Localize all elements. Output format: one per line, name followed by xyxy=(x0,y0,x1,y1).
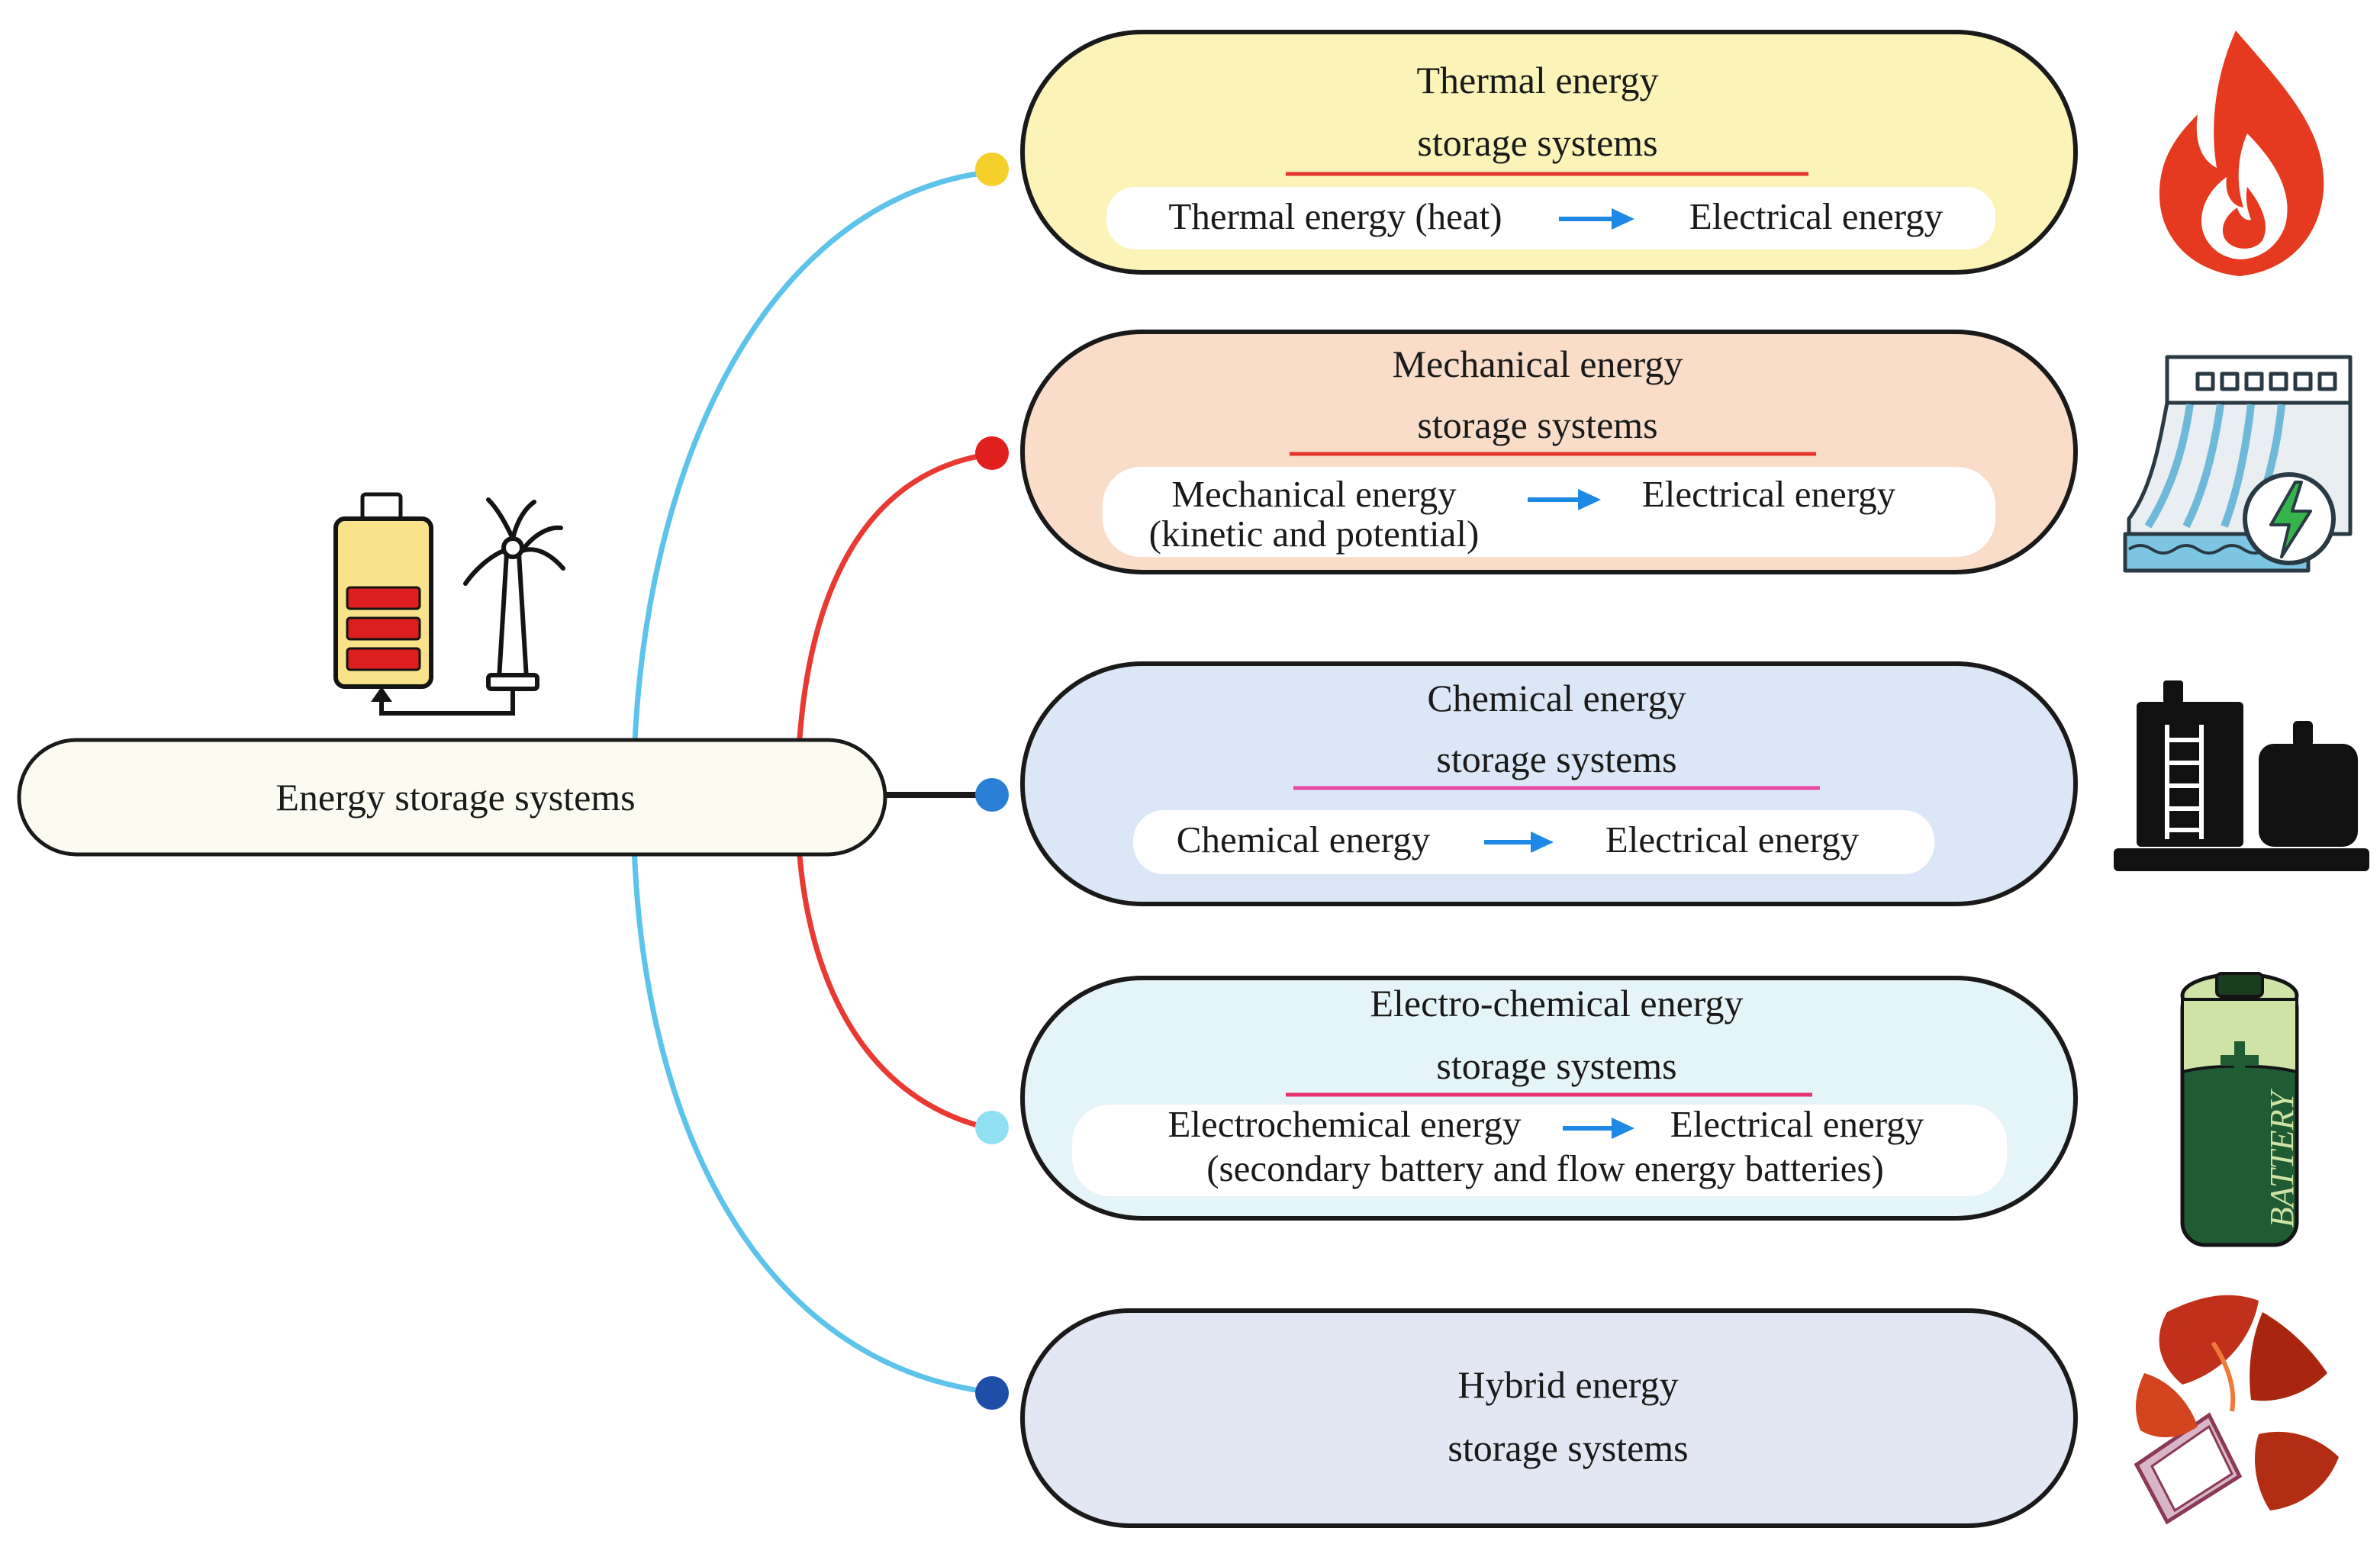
battery-wind-turbine-illustration xyxy=(333,492,565,716)
hydropower-dam-icon xyxy=(2123,355,2353,573)
connector-electrochemical xyxy=(794,802,993,1132)
branch-thermal-title-line1: Thermal energy xyxy=(1417,59,1659,101)
branch-mechanical-conversion-box xyxy=(1103,467,1995,557)
branch-electrochemical-title-line1: Electro-chemical energy xyxy=(1370,982,1743,1025)
branch-electrochemical-conversion-box xyxy=(1072,1105,2007,1196)
storage-tanks-icon xyxy=(2114,680,2369,871)
dot-thermal xyxy=(975,153,1009,186)
branch-chemical-title-line1: Chemical energy xyxy=(1427,677,1686,719)
branch-thermal-title-line2: storage systems xyxy=(1417,121,1657,164)
connector-dots xyxy=(975,153,1009,1410)
dot-chemical xyxy=(975,778,1009,812)
branch-mechanical-conversion-target: Electrical energy xyxy=(1642,473,1896,515)
branch-mechanical: Mechanical energy storage systems Mechan… xyxy=(1020,330,2078,574)
connector-mechanical xyxy=(794,451,993,803)
battery-cell-icon: BATTERY xyxy=(2180,972,2301,1247)
charging-battery-icon xyxy=(333,492,433,689)
branch-mechanical-conversion-source: Mechanical energy xyxy=(1171,473,1457,515)
branch-chemical: Chemical energy storage systems Chemical… xyxy=(1020,661,2078,906)
root-node-shape xyxy=(17,738,887,857)
branch-electrochemical: Electro-chemical energy storage systems … xyxy=(1020,976,2078,1221)
root-node: Energy storage systems xyxy=(17,738,887,857)
branch-chemical-title-line2: storage systems xyxy=(1436,738,1676,780)
branch-thermal-conversion-target: Electrical energy xyxy=(1689,195,1944,237)
root-node-label: Energy storage systems xyxy=(275,776,635,819)
branch-hybrid-shape xyxy=(1020,1308,2078,1528)
branch-chemical-conversion-source: Chemical energy xyxy=(1177,819,1431,861)
battery-label: BATTERY xyxy=(2263,1088,2301,1227)
branch-mechanical-title-line1: Mechanical energy xyxy=(1393,343,1683,385)
branch-mechanical-title-line2: storage systems xyxy=(1417,404,1657,446)
branch-electrochemical-conversion-target: Electrical energy xyxy=(1670,1103,1924,1145)
branch-electrochemical-conversion-source: Electrochemical energy xyxy=(1168,1103,1522,1145)
branch-thermal-conversion-arrow xyxy=(1559,208,1634,230)
branch-mechanical-conversion-source-line2: (kinetic and potential) xyxy=(1149,513,1480,555)
branch-thermal-conversion-box xyxy=(1106,187,1995,249)
branch-mechanical-conversion-arrow xyxy=(1528,489,1601,510)
branch-hybrid-title-line1: Hybrid energy xyxy=(1457,1363,1678,1406)
branch-hybrid: Hybrid energy storage systems xyxy=(1020,1308,2078,1528)
branch-electrochemical-conversion-source-line2: (secondary battery and flow energy batte… xyxy=(1206,1147,1884,1189)
branch-thermal-conversion-source: Thermal energy (heat) xyxy=(1168,195,1502,237)
branch-thermal: Thermal energy storage systems Thermal e… xyxy=(1020,30,2078,275)
branch-electrochemical-title-line2: storage systems xyxy=(1436,1044,1676,1087)
branch-chemical-conversion-target: Electrical energy xyxy=(1605,819,1860,861)
dot-electrochemical xyxy=(975,1111,1009,1144)
hybrid-device-icon xyxy=(2134,1295,2339,1525)
dot-hybrid xyxy=(975,1376,1009,1410)
connectors xyxy=(630,169,993,1395)
connector-thermal xyxy=(630,169,993,803)
branch-chemical-conversion-arrow xyxy=(1484,832,1554,853)
dot-mechanical xyxy=(975,436,1009,470)
wind-turbine-icon xyxy=(463,497,565,691)
flame-icon xyxy=(2159,31,2324,276)
branch-electrochemical-conversion-arrow xyxy=(1563,1118,1634,1139)
connector-hybrid xyxy=(630,802,993,1395)
branch-hybrid-title-line2: storage systems xyxy=(1448,1427,1688,1469)
charging-arrow xyxy=(379,689,515,716)
